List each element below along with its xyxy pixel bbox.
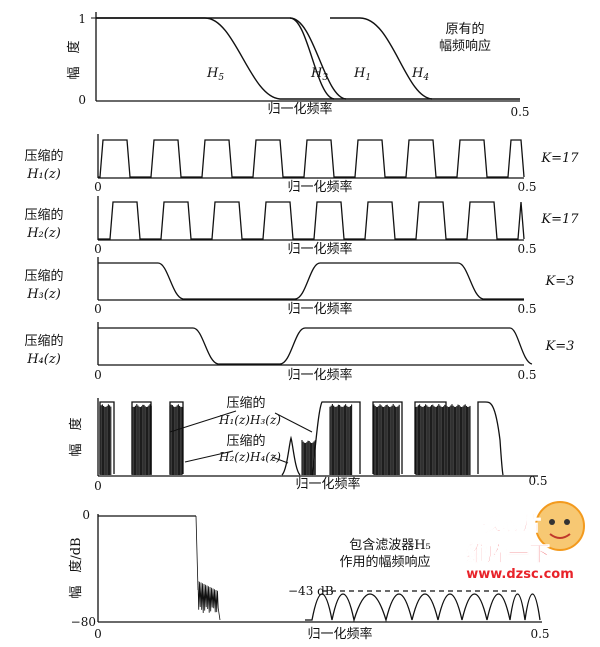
watermark: 找芯片 维库一下 www.dzsc.com (466, 501, 585, 582)
p3-k-value: K=17 (540, 212, 579, 227)
p7-xtick-half: 0.5 (530, 627, 549, 641)
p2-waveform (98, 139, 525, 178)
p2-xlabel: 归一化频率 (287, 179, 352, 195)
panel-products: 压缩的 H₁(z)H₃(z) 压缩的 H₂(z)H₄(z) 幅 度 0 归一化频… (68, 395, 548, 493)
p5-xlabel: 归一化频率 (287, 367, 352, 383)
p2-label-line2: H₁(z) (26, 167, 61, 182)
p7-xlabel: 归一化频率 (307, 626, 372, 642)
curve-h3 (96, 17, 335, 100)
p6-ann2-line2: H₂(z)H₄(z) (218, 450, 281, 464)
p6-xlabel: 归一化频率 (295, 476, 360, 492)
p7-ylabel: 幅 度/dB (68, 537, 84, 598)
p7-transition-noise (195, 515, 221, 621)
watermark-mascot-icon (535, 501, 585, 551)
watermark-site-name: 维库一下 (466, 542, 550, 566)
p5-xtick-zero: 0 (94, 368, 102, 382)
p7-db-label: −43 dB (288, 584, 334, 598)
p7-note-line1: 包含滤波器H₅ (349, 537, 431, 553)
p3-label-line1: 压缩的 (24, 207, 63, 223)
p6-ann1-leader-left (169, 410, 237, 433)
watermark-url: www.dzsc.com (466, 567, 574, 582)
mascot-smile-icon (549, 533, 571, 539)
p3-waveform (98, 201, 525, 240)
p3-xlabel: 归一化频率 (287, 241, 352, 257)
p4-xlabel: 归一化频率 (287, 301, 352, 317)
p6-ann2-leader-left (184, 450, 234, 463)
p1-xlabel: 归一化频率 (267, 101, 332, 117)
p3-xtick-zero: 0 (94, 242, 102, 256)
p1-note-line1: 原有的 (445, 21, 484, 37)
panel-original-responses: 1 0 幅 度 归一化频率 0.5 H5 H3 H1 H4 原有的 幅频响应 (66, 12, 530, 119)
curve-h1 (289, 17, 347, 100)
p6-dense-bands (99, 404, 471, 475)
p6-ann1-line2: H₁(z)H₃(z) (218, 413, 281, 427)
panel-h4z: 压缩的 H₄(z) K=3 0 归一化频率 0.5 (24, 322, 574, 383)
p6-xtick-zero: 0 (94, 479, 102, 493)
p4-xtick-half: 0.5 (517, 302, 536, 316)
p5-label-line2: H₄(z) (26, 352, 61, 367)
p7-note-line2: 作用的幅频响应 (339, 554, 430, 570)
p2-k-value: K=17 (540, 151, 579, 166)
label-h4: H4 (411, 66, 429, 83)
p7-ytick-zero: 0 (82, 508, 90, 522)
p4-label-line2: H₃(z) (26, 287, 61, 302)
p5-k-value: K=3 (545, 339, 575, 354)
p6-right-outline (311, 401, 504, 476)
p1-ytick-one: 1 (78, 12, 86, 26)
panel-db-response: −43 dB 0 −80 幅 度/dB 包含滤波器H₅ 作用的幅频响应 0 归一… (68, 508, 550, 642)
p6-left-outline (99, 401, 184, 474)
p5-label-line1: 压缩的 (24, 333, 63, 349)
p5-waveform (98, 327, 533, 365)
p7-stopband-lobes (305, 593, 541, 623)
p3-label-line2: H₂(z) (26, 226, 61, 241)
p2-xtick-half: 0.5 (517, 180, 536, 194)
mascot-eye-right-icon (564, 519, 570, 525)
p4-xtick-zero: 0 (94, 302, 102, 316)
p6-xtick-half: 0.5 (528, 474, 547, 488)
p4-waveform (98, 262, 524, 300)
p4-label-line1: 压缩的 (24, 268, 63, 284)
p1-note-line2: 幅频响应 (439, 38, 491, 54)
p6-ann1-line1: 压缩的 (226, 395, 265, 411)
p2-label-line1: 压缩的 (24, 148, 63, 164)
curve-h5 (96, 17, 520, 100)
p2-xtick-zero: 0 (94, 180, 102, 194)
watermark-logo-text: 找芯片 (482, 511, 542, 535)
p7-xtick-zero: 0 (94, 627, 102, 641)
label-h5: H5 (206, 66, 224, 83)
p1-ytick-zero: 0 (78, 93, 86, 107)
curve-h4 (330, 17, 433, 100)
p1-ylabel: 幅 度 (66, 40, 82, 79)
panel-h2z: 压缩的 H₂(z) K=17 0 归一化频率 0.5 (24, 196, 579, 257)
p3-xtick-half: 0.5 (517, 242, 536, 256)
label-h1: H1 (353, 66, 371, 83)
p1-xtick-half: 0.5 (510, 105, 529, 119)
p7-ytick-minus80: −80 (71, 615, 96, 629)
p6-ann1-leader-right (274, 412, 313, 433)
p6-small-peak (281, 435, 301, 476)
panel-h3z: 压缩的 H₃(z) K=3 0 归一化频率 0.5 (24, 257, 574, 317)
panel-h1z: 压缩的 H₁(z) K=17 0 归一化频率 0.5 (24, 134, 579, 195)
p4-k-value: K=3 (545, 274, 575, 289)
mascot-eye-left-icon (549, 519, 555, 525)
p6-ann2-leader-right (271, 456, 289, 464)
p6-ylabel: 幅 度 (68, 417, 84, 456)
p6-ann2-line1: 压缩的 (226, 433, 265, 449)
label-h3: H3 (310, 66, 328, 83)
p5-xtick-half: 0.5 (517, 368, 536, 382)
